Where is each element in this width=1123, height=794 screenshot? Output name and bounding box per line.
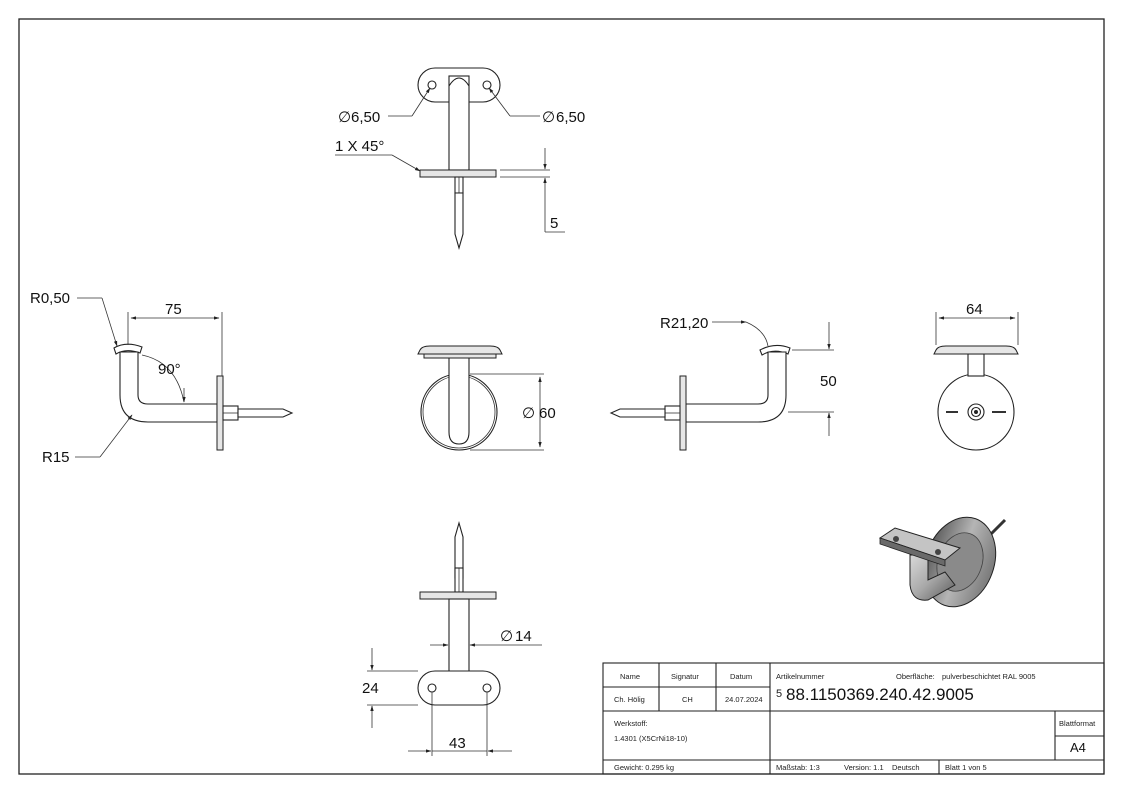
title-block <box>602 662 1105 775</box>
dim-hole-right-symbol: ∅ <box>542 109 555 126</box>
dim-hole-left: 6,50 <box>351 109 380 126</box>
tb-header-date: Datum <box>730 672 752 681</box>
tb-sheet-index: 5 <box>776 688 782 700</box>
tb-material-value: 1.4301 (X5CrNi18-10) <box>614 734 688 743</box>
dim-height-50: 50 <box>820 373 837 390</box>
tb-header-signature: Signatur <box>671 672 699 681</box>
bottom-view <box>367 520 542 756</box>
tb-format-label: Blattformat <box>1059 719 1096 728</box>
front-view <box>417 345 544 451</box>
dim-rosette-dia: 60 <box>539 405 556 422</box>
dim-hole-right: 6,50 <box>556 109 585 126</box>
dim-hole-spacing: 43 <box>449 735 466 752</box>
left-side-view <box>75 297 294 458</box>
dim-tube-dia: 14 <box>515 628 532 645</box>
tb-header-name: Name <box>620 672 640 681</box>
tb-article-label: Artikelnummer <box>776 672 825 681</box>
dim-saddle-width: 64 <box>966 301 983 318</box>
dim-plate-thickness: 5 <box>550 215 558 232</box>
tb-author-signature: CH <box>682 695 693 704</box>
tb-author-name: Ch. Hölig <box>614 695 645 704</box>
tb-version: Version: 1.1 <box>844 763 884 772</box>
drawing-frame <box>18 18 1105 775</box>
right-side-view <box>609 320 834 451</box>
dim-radius-saddle: R21,20 <box>660 315 708 332</box>
dim-hole-left-symbol: ∅ <box>338 109 351 126</box>
dim-saddle-height: 24 <box>362 680 379 697</box>
iso-view <box>878 516 1007 608</box>
rear-view <box>933 312 1019 451</box>
tb-format-value: A4 <box>1070 740 1086 755</box>
dim-length-75: 75 <box>165 301 182 318</box>
dim-angle: 90° <box>158 361 181 378</box>
dim-chamfer: 1 X 45° <box>335 138 384 155</box>
tb-material-label: Werkstoff: <box>614 719 647 728</box>
tb-language: Deutsch <box>892 763 920 772</box>
tb-surface-value: pulverbeschichtet RAL 9005 <box>942 672 1036 681</box>
dim-tube-dia-symbol: ∅ <box>500 628 513 645</box>
tb-surface-label: Oberfläche: <box>896 672 935 681</box>
tb-weight: Gewicht: 0.295 kg <box>614 763 674 772</box>
dim-radius-small: R0,50 <box>30 290 70 307</box>
tb-author-date: 24.07.2024 <box>725 695 763 704</box>
tb-article-number: 88.1150369.240.42.9005 <box>786 685 974 704</box>
top-view <box>335 67 565 251</box>
dim-rosette-dia-symbol: ∅ <box>522 405 535 422</box>
tb-scale: Maßstab: 1:3 <box>776 763 820 772</box>
dim-bend-radius: R15 <box>42 449 70 466</box>
tb-sheet: Blatt 1 von 5 <box>945 763 987 772</box>
